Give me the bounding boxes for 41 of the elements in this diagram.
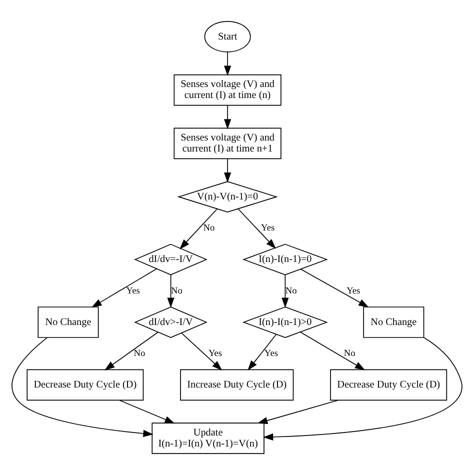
- arrow: [300, 268, 369, 307]
- arrow: [282, 274, 289, 308]
- node-box: Increase Duty Cycle (D): [180, 368, 294, 400]
- arrow: [224, 104, 232, 129]
- arrow: [300, 331, 366, 370]
- edge-label: Yes: [208, 348, 222, 358]
- edge-label: Yes: [264, 348, 278, 358]
- node-box: Decrease Duty Cycle (D): [330, 368, 448, 400]
- arrow: [167, 274, 174, 308]
- arrow: [248, 333, 277, 370]
- arrow: [180, 208, 218, 249]
- arrow: [92, 268, 157, 308]
- node-diamond: V(n)-V(n-1)=0: [177, 180, 278, 212]
- edge-label: Yes: [346, 286, 360, 296]
- arrow: [257, 399, 338, 424]
- node-box: No Change: [38, 306, 99, 338]
- node-diamond: dI/dv>-I/V: [134, 306, 208, 338]
- node-box: No Change: [363, 306, 424, 338]
- node-box: Senses voltage (V) and current (I) at time (n): [174, 74, 282, 106]
- node-diamond: dI/dv=-I/V: [134, 243, 208, 275]
- arrow: [262, 336, 462, 440]
- edge-label: No: [203, 223, 215, 234]
- arrow: [12, 336, 154, 437]
- arrow: [238, 208, 276, 248]
- node-diamond: I(n)-I(n-1)>0: [242, 306, 328, 338]
- node-diamond: I(n)-I(n-1)=0: [242, 243, 328, 275]
- edge-label: No: [171, 286, 182, 296]
- edge-label: No: [344, 348, 356, 358]
- arrow: [224, 158, 232, 182]
- edge-label: Yes: [126, 286, 140, 296]
- edge-label: No: [134, 348, 146, 358]
- edge-label: Yes: [261, 223, 275, 234]
- arrow: [104, 331, 159, 370]
- node-box: Senses voltage (V) and current (I) at time n+1: [174, 127, 282, 159]
- edge-label: No: [285, 286, 297, 296]
- node-box: Decrease Duty Cycle (D): [26, 368, 144, 400]
- arrow: [181, 332, 222, 370]
- arrow: [224, 51, 232, 76]
- arrow: [119, 399, 175, 424]
- node-ellipse: Start: [204, 20, 251, 52]
- node-box: Update I(n-1)=I(n) V(n-1)=V(n): [152, 422, 264, 454]
